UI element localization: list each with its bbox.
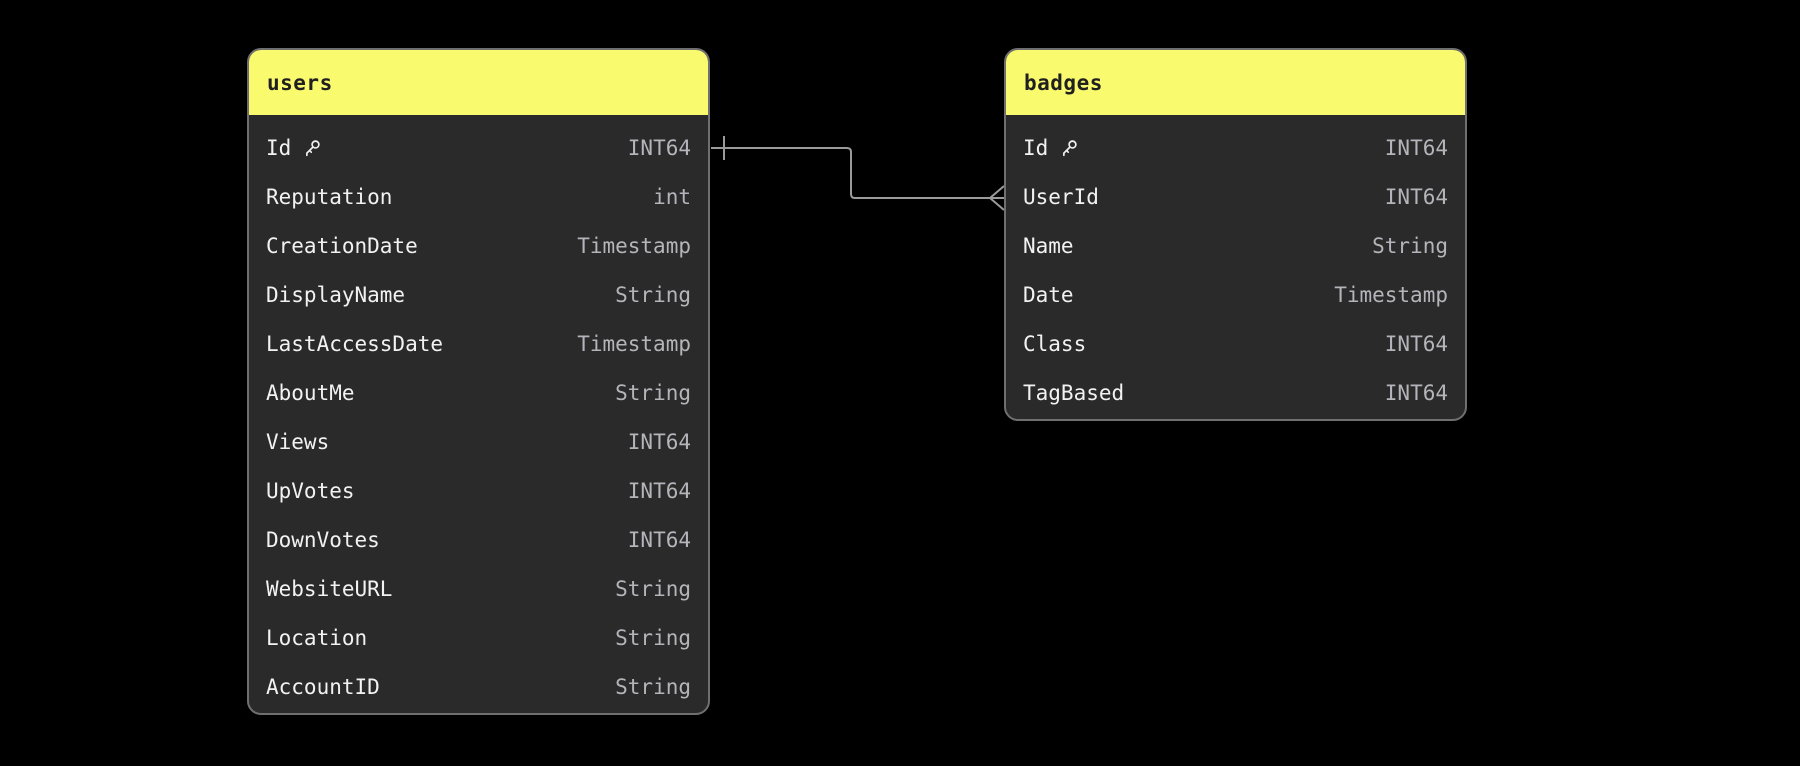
- field-row: Views INT64: [249, 417, 708, 466]
- field-type: INT64: [627, 478, 691, 503]
- field-row: DisplayName String: [249, 270, 708, 319]
- field-row: UpVotes INT64: [249, 466, 708, 515]
- field-type: String: [615, 625, 691, 650]
- field-type: String: [615, 380, 691, 405]
- field-name: Date: [1023, 283, 1074, 307]
- field-name: Name: [1023, 234, 1074, 258]
- table-title: users: [267, 70, 333, 95]
- field-type: Timestamp: [577, 233, 691, 258]
- field-name: Location: [266, 626, 367, 650]
- field-type: Timestamp: [577, 331, 691, 356]
- field-type: String: [615, 674, 691, 699]
- field-type: INT64: [627, 429, 691, 454]
- field-row: Id INT64: [249, 123, 708, 172]
- table-users[interactable]: users Id INT64 Reputation int: [247, 48, 710, 715]
- table-header-badges[interactable]: badges: [1006, 50, 1465, 115]
- table-body-badges: Id INT64 UserId INT64 Name String: [1006, 115, 1465, 419]
- table-badges[interactable]: badges Id INT64 UserId INT64: [1004, 48, 1467, 421]
- field-row: WebsiteURL String: [249, 564, 708, 613]
- field-name-text: WebsiteURL: [266, 576, 393, 601]
- field-name-text: LastAccessDate: [266, 331, 444, 356]
- field-row: UserId INT64: [1006, 172, 1465, 221]
- field-name: Class: [1023, 332, 1086, 356]
- primary-key-icon: [1063, 139, 1077, 156]
- field-type: String: [1372, 233, 1448, 258]
- field-name: TagBased: [1023, 381, 1124, 405]
- field-row: LastAccessDate Timestamp: [249, 319, 708, 368]
- field-name: DisplayName: [266, 283, 405, 307]
- field-name: Views: [266, 430, 329, 454]
- field-name: Id: [1023, 136, 1080, 160]
- field-type: String: [615, 282, 691, 307]
- field-row: DownVotes INT64: [249, 515, 708, 564]
- field-name-text: AboutMe: [266, 380, 355, 405]
- field-type: int: [653, 184, 691, 209]
- field-name-text: AccountID: [266, 674, 380, 699]
- field-row: Id INT64: [1006, 123, 1465, 172]
- field-name-text: Reputation: [266, 184, 393, 209]
- field-type: INT64: [1384, 135, 1448, 160]
- field-row: CreationDate Timestamp: [249, 221, 708, 270]
- primary-key-icon: [306, 139, 320, 156]
- field-name: CreationDate: [266, 234, 418, 258]
- field-name-text: Date: [1023, 282, 1074, 307]
- field-row: Location String: [249, 613, 708, 662]
- field-name: Id: [266, 136, 323, 160]
- cardinality-many-crowfoot: [989, 185, 1005, 211]
- edge-users-badges[interactable]: [711, 147, 1004, 199]
- field-name: WebsiteURL: [266, 577, 392, 601]
- table-body-users: Id INT64 Reputation int CreationDate: [249, 115, 708, 713]
- field-name: AccountID: [266, 675, 380, 699]
- field-name: Reputation: [266, 185, 392, 209]
- field-name-text: Location: [266, 625, 368, 650]
- field-row: Date Timestamp: [1006, 270, 1465, 319]
- field-row: Name String: [1006, 221, 1465, 270]
- field-name-text: DisplayName: [266, 282, 406, 307]
- field-name: LastAccessDate: [266, 332, 443, 356]
- field-name-text: Id: [1023, 135, 1049, 160]
- field-name: AboutMe: [266, 381, 355, 405]
- field-type: INT64: [1384, 184, 1448, 209]
- field-type: INT64: [1384, 331, 1448, 356]
- table-title: badges: [1024, 70, 1103, 95]
- field-name-text: Views: [266, 429, 330, 454]
- field-type: INT64: [627, 135, 691, 160]
- field-name-text: Name: [1023, 233, 1074, 258]
- field-name-text: DownVotes: [266, 527, 380, 552]
- field-name-text: Id: [266, 135, 292, 160]
- field-row: AccountID String: [249, 662, 708, 711]
- field-name: UserId: [1023, 185, 1099, 209]
- field-row: Reputation int: [249, 172, 708, 221]
- field-type: INT64: [1384, 380, 1448, 405]
- field-row: Class INT64: [1006, 319, 1465, 368]
- field-name-text: Class: [1023, 331, 1087, 356]
- field-name-text: UserId: [1023, 184, 1099, 209]
- field-name: UpVotes: [266, 479, 355, 503]
- field-type: String: [615, 576, 691, 601]
- table-header-users[interactable]: users: [249, 50, 708, 115]
- field-type: INT64: [627, 527, 691, 552]
- field-type: Timestamp: [1334, 282, 1448, 307]
- field-row: TagBased INT64: [1006, 368, 1465, 417]
- field-name: DownVotes: [266, 528, 380, 552]
- field-name-text: CreationDate: [266, 233, 418, 258]
- field-name-text: UpVotes: [266, 478, 355, 503]
- field-row: AboutMe String: [249, 368, 708, 417]
- field-name-text: TagBased: [1023, 380, 1125, 405]
